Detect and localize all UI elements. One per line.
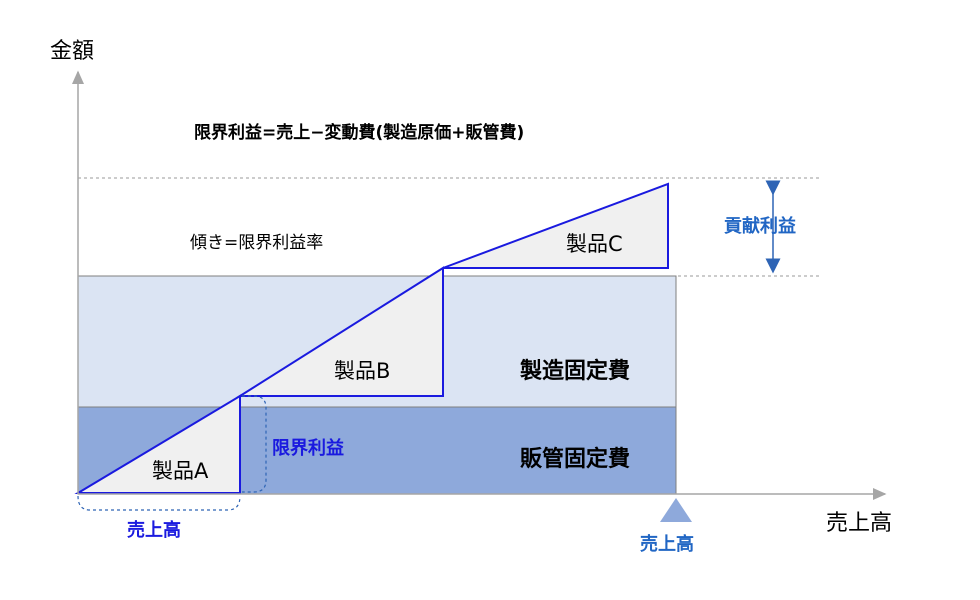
breakeven-marker-icon [660, 498, 692, 522]
product-c-triangle [442, 182, 669, 269]
marginal-profit-label: 限界利益 [272, 437, 344, 459]
product-b-label: 製品B [334, 359, 390, 383]
formula-text: 限界利益=売上−変動費(製造原価+販管費) [194, 122, 524, 143]
y-axis-label: 金額 [50, 39, 94, 64]
product-b-triangle [236, 266, 444, 397]
sales-a-dashed-brace [77, 495, 241, 511]
product-a-label: 製品A [152, 459, 209, 483]
product-a-triangle [74, 394, 241, 494]
sga-fixed-label: 販管固定費 [520, 446, 630, 472]
breakeven-sales-label: 売上高 [640, 533, 694, 555]
contribution-profit-label: 貢献利益 [724, 215, 796, 237]
slope-note: 傾き=限界利益率 [190, 233, 323, 253]
sales-a-label: 売上高 [127, 519, 181, 541]
x-axis-label: 売上高 [826, 511, 892, 536]
marginal-profit-dashed-bracket [242, 395, 267, 493]
manufacturing-fixed-label: 製造固定費 [519, 358, 630, 384]
product-c-label: 製品C [566, 232, 623, 256]
